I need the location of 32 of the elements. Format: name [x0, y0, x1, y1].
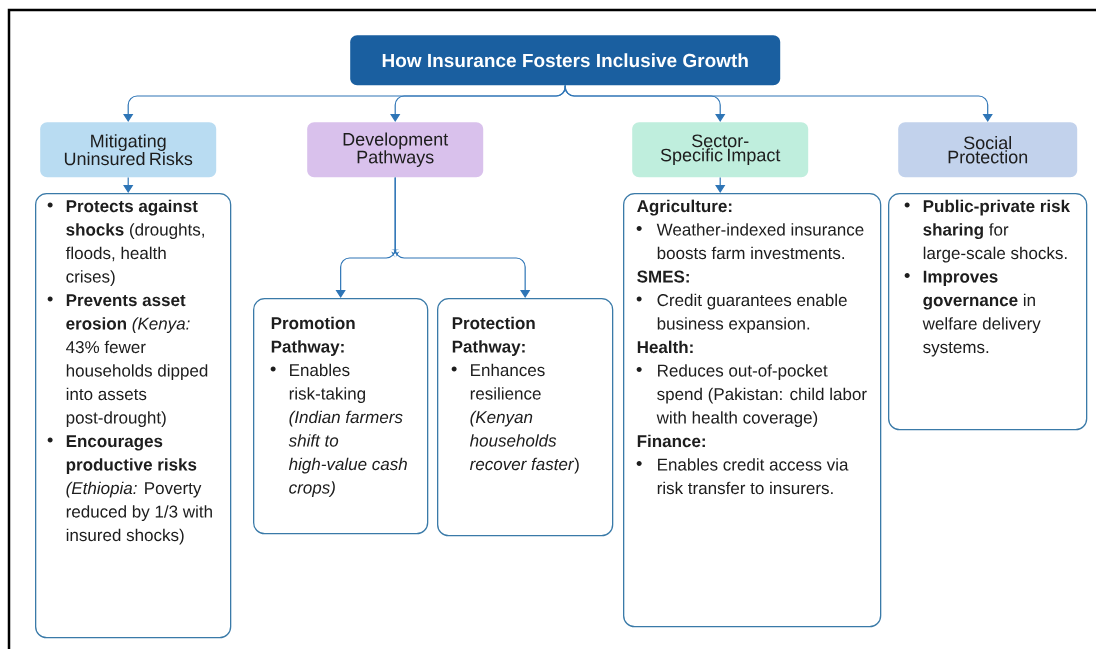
- bullet-item: Encourages productive risks (Ethiopia: Poverty reduced by 1/3 with insured shocks): [47, 435, 212, 545]
- section-heading: Protection Pathway:: [452, 316, 535, 356]
- bullet-item: Enables risk-taking (Indian farmers shift to high-value cash crops): [270, 363, 407, 497]
- section-heading: Agriculture:: [637, 199, 732, 216]
- section-heading: Finance:: [637, 434, 705, 448]
- category-box: Mitigating Uninsured Risks: [40, 122, 217, 178]
- bullet-item: Weather-indexed insurance boosts farm investments.: [636, 223, 864, 260]
- content-box: [437, 298, 614, 537]
- section-heading: Health:: [637, 340, 693, 354]
- category-box: Social Protection: [898, 122, 1078, 178]
- bullet-item: Improves governance in welfare delivery systems.: [904, 270, 1041, 357]
- bullet-item: Public-private risk sharing for large-scale shocks.: [904, 199, 1071, 263]
- category-box: Sector-Specific Impact: [632, 122, 809, 178]
- title-box: How Insurance Fosters Inclusive Growth: [350, 35, 781, 86]
- bullet-item: Prevents asset erosion (Kenya: 43% fewer households dipped into assets post-drought): [47, 294, 208, 427]
- arrow: [390, 176, 531, 298]
- content-box: [623, 193, 882, 628]
- arrow: [715, 176, 726, 193]
- arrow: [564, 84, 993, 122]
- content-box: [253, 298, 429, 535]
- bullet-item: Reduces out-of-pocket spend (Pakistan: child labor with health coverage): [636, 364, 867, 427]
- bullet-item: Credit guarantees enable business expansion.: [636, 293, 847, 333]
- bullet-item: Enables credit access via risk transfer to insurers.: [636, 458, 849, 495]
- category-box: Development Pathways: [307, 122, 484, 178]
- content-box: [888, 193, 1088, 431]
- bullet-item: Enhances resilience (Kenyan households recover faster): [451, 363, 579, 474]
- content-box: [35, 193, 232, 639]
- section-heading: Promotion Pathway:: [271, 316, 355, 356]
- section-heading: SMES:: [637, 270, 689, 283]
- bullet-item: Protects against shocks (droughts, floods, health crises): [47, 199, 204, 286]
- arrow: [390, 84, 566, 122]
- arrow: [123, 176, 134, 193]
